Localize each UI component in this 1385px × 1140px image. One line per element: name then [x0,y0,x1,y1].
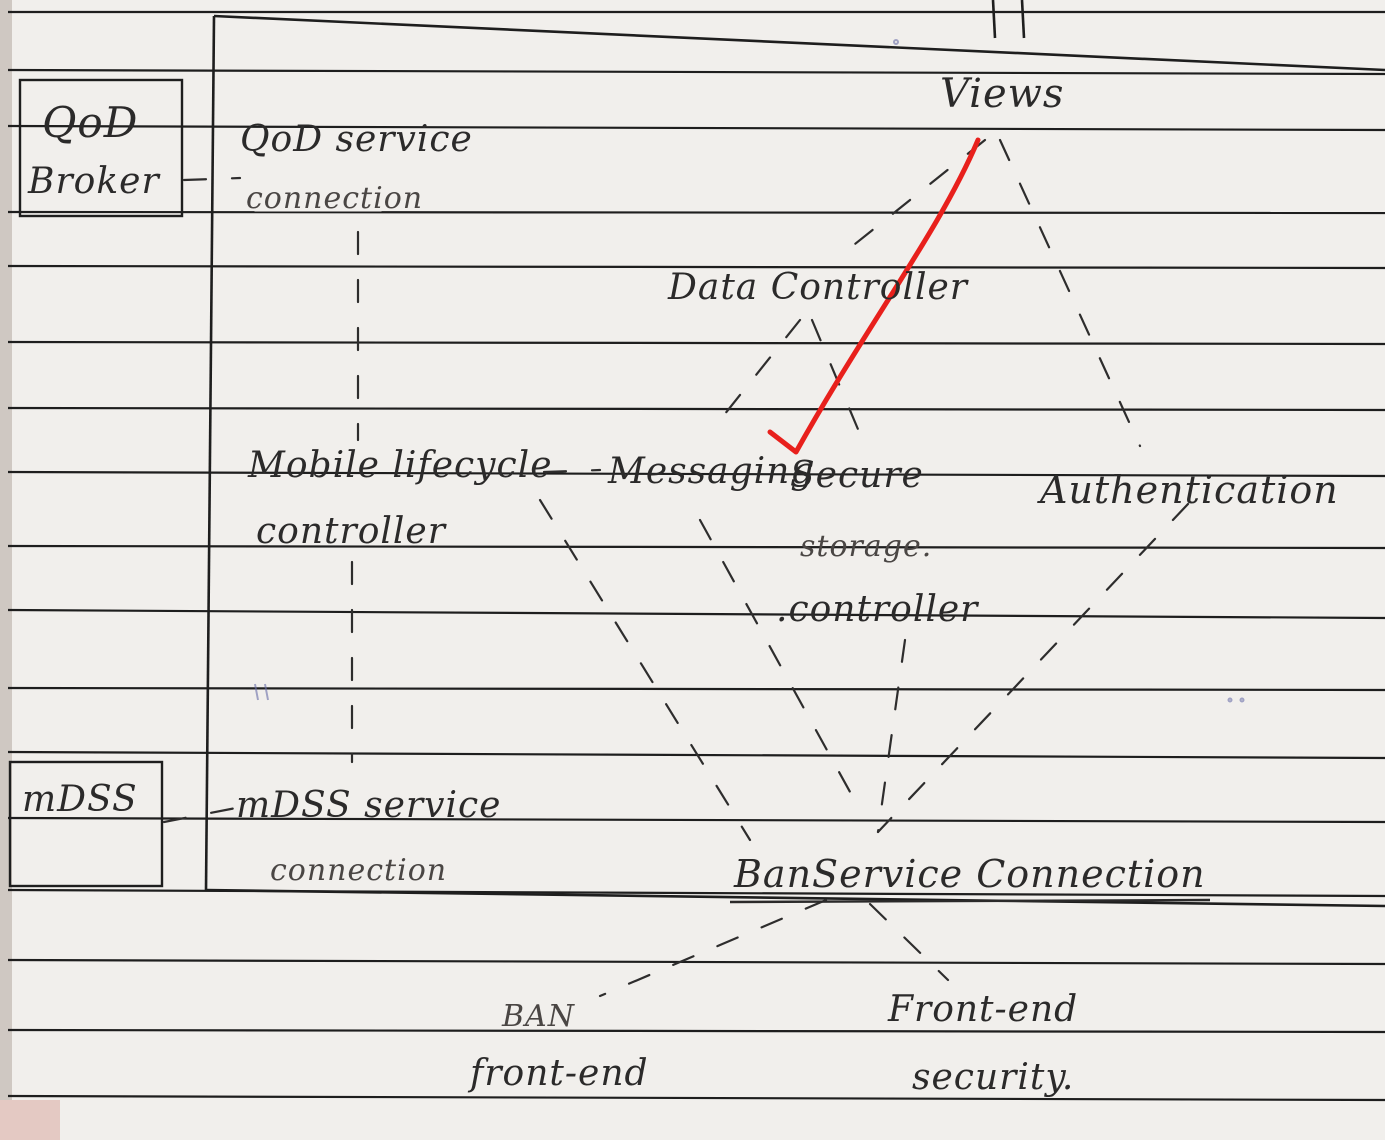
edge-mobile-ban [538,498,752,842]
ruled-lines [7,10,1385,1102]
authentication-node: Authentication [1040,468,1339,512]
qos-broker-box [18,78,184,218]
mdss-service-connection-line1: mDSS service [236,785,502,826]
mdss-box-label: mDSS [22,779,138,820]
ban-front-end-line1: BAN [502,999,575,1034]
mobile-lifecycle-line2: controller [256,511,446,552]
secure-storage-line2: storage. [800,529,933,564]
qos-broker-title: QoD [42,98,139,147]
qos-service-connection-line1: QoD service [240,119,473,160]
front-end-security-line2: security. [912,1057,1075,1098]
edge-messaging-ban [698,518,862,812]
system-boundary [204,0,1385,908]
data-controller-node: Data Controller [668,267,968,308]
edge-mobile-messaging [542,468,602,474]
red-check-arrow [767,137,981,455]
stray-marks [254,39,1245,703]
page-bottom-tint [0,1100,60,1140]
edge-views-datactrl [848,138,987,250]
qos-service-connection-line2: connection [246,181,424,216]
edge-datactrl-secure [810,318,862,436]
edge-mdss-mdssconn [162,806,238,824]
ban-service-underline [729,898,1211,904]
edge-views-auth [998,138,1142,448]
page-edge-shadow [0,0,12,1140]
messaging-node: Messaging [608,451,815,492]
ban-service-connection-node: BanService Connection [734,852,1206,896]
mdss-service-connection-line2: connection [270,853,448,888]
edge-ban-banfront [598,898,828,998]
secure-storage-line1: Secure [790,455,924,496]
edge-broker-qos [182,176,242,182]
edge-secure-ban [876,638,907,834]
secure-storage-line3: .controller [776,589,979,630]
edge-ban-security [868,902,950,982]
qos-broker-subtitle: Broker [28,161,160,202]
ban-front-end-line2: front-end [470,1053,649,1094]
views-node: Views [940,71,1065,117]
dashed-connectors [162,138,1190,998]
edge-datactrl-messaging [710,318,802,432]
mobile-lifecycle-line1: Mobile lifecycle [248,445,553,486]
front-end-security-line1: Front-end [888,989,1079,1030]
mdss-box [8,760,164,888]
